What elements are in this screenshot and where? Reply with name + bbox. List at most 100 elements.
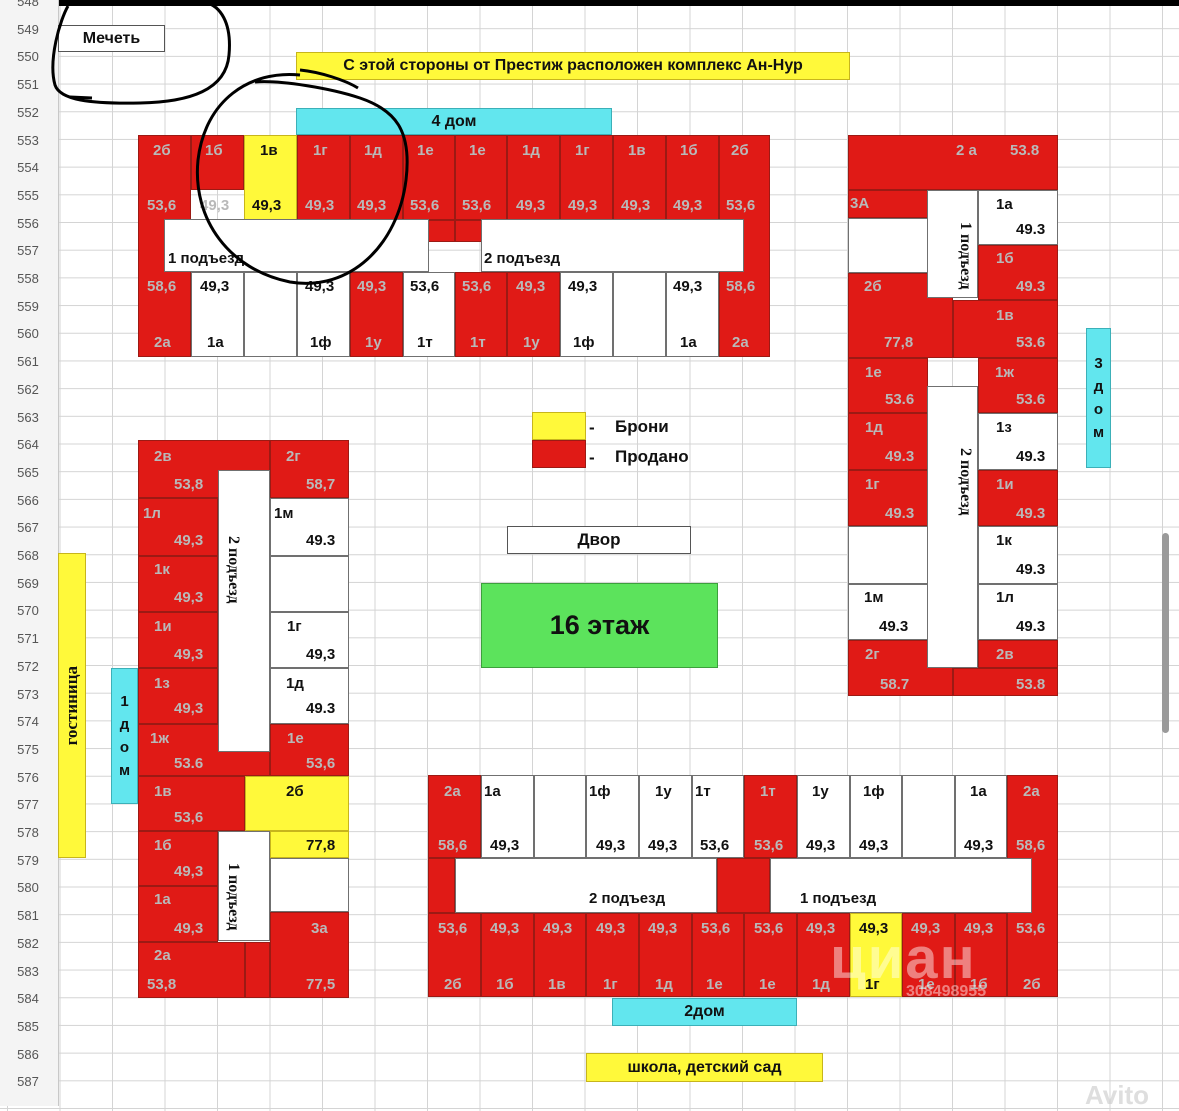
cell-text: 49,3 [516,278,546,295]
cell-text: 1в [628,142,646,159]
cell-text: 49,3 [673,278,703,295]
cell-text: 2а [1023,783,1040,800]
cell-text: 1в [548,976,566,993]
cell-text: 1а [207,334,224,351]
row-number: 583 [17,963,39,979]
cell-text: 1б [970,976,988,993]
row-number: 569 [17,575,39,591]
sold-apartment-cell [507,135,560,220]
cell-text: 1у [655,783,672,800]
sold-apartment-cell [848,358,928,413]
cell-text: 1в [996,307,1014,324]
row-number: 564 [17,437,39,453]
available-apartment-cell [639,775,692,858]
row-number: 550 [17,49,39,65]
cell-text: 49.3 [885,448,915,465]
available-apartment-cell [270,668,349,724]
entrance-vertical-label: 2 подъезд [225,536,242,604]
cell-text: 49,3 [357,278,387,295]
house-label-char: 1 [120,693,129,710]
cell-text: 53,6 [462,197,492,214]
house-label-char: о [1093,401,1104,418]
available-apartment-cell [297,272,350,357]
sold-apartment-cell [692,913,744,997]
cell-text: 1к [996,532,1012,549]
cell-text: 1ф [589,783,611,800]
cell-text: 1а [154,891,171,908]
cell-text: 1д [364,142,382,159]
available-apartment-cell [666,272,719,357]
sold-apartment-cell [138,556,218,612]
cell-text: 2 подъезд [589,890,666,907]
sold-apartment-cell [848,190,928,218]
cell-text: 58,6 [726,278,756,295]
cell-text: 1л [143,505,161,522]
cell-text: 49,3 [174,646,204,663]
row-number: 552 [17,104,39,120]
available-apartment-cell [955,775,1007,858]
cell-text: 49.3 [1016,561,1046,578]
row-number: 576 [17,769,39,785]
cell-text: 49,3 [306,646,336,663]
cell-text: 49,3 [648,837,678,854]
sold-apartment-cell [560,135,613,220]
top-note-banner: С этой стороны от Престиж расположен ком… [296,52,850,80]
sold-apartment-cell [138,498,218,556]
cell-text: 49.3 [1016,221,1046,238]
row-number: 575 [17,741,39,757]
corridor-block [770,858,1032,913]
row-number: 572 [17,658,39,674]
cell-text: 1м [274,505,294,522]
row-number: 587 [17,1074,39,1090]
cell-text: 1т [417,334,433,351]
cell-text: 1у [812,783,829,800]
row-number: 556 [17,215,39,231]
legend-dash: - [589,448,595,467]
cell-text: 58,7 [306,476,336,493]
cell-text: 1 подъезд [800,890,877,907]
cell-text: 53.6 [1016,334,1046,351]
cell-text: 49,3 [621,197,651,214]
sold-apartment-cell [978,470,1058,526]
row-number: 548 [17,0,39,9]
cell-text: 2а [732,334,749,351]
cell-text: 1з [996,419,1012,436]
house-label-char: 3 [1094,355,1103,372]
cell-text: 1б [680,142,698,159]
cell-text: 1е [759,976,776,993]
cell-text: 49,3 [174,589,204,606]
cell-text: 1и [154,618,172,635]
cell-text: 1е [918,976,935,993]
sold-apartment-cell [955,913,1007,997]
vertical-scrollbar[interactable] [1162,533,1169,733]
cell-text: 49,3 [806,837,836,854]
cell-text: 1 подъезд [168,250,245,267]
row-number: 551 [17,77,39,93]
sold-apartment-cell [744,913,797,997]
row-number: 585 [17,1018,39,1034]
cell-text: 1и [996,476,1014,493]
cell-text: 2в [996,646,1014,663]
cell-text: 49,3 [964,837,994,854]
cell-text: 49,3 [305,197,335,214]
cell-text: 49.3 [306,700,336,717]
cell-text: 1в [260,142,278,159]
available-apartment-cell [978,526,1058,584]
cell-text: 1г [865,476,880,493]
available-apartment-cell [270,612,349,668]
row-number: 567 [17,520,39,536]
cell-text: 1ф [863,783,885,800]
cell-text: 49,3 [200,197,230,214]
available-apartment-cell [692,775,744,858]
cell-text: 2б [864,278,882,295]
cell-text: 1т [695,783,711,800]
school-banner: школа, детский сад [586,1053,823,1082]
avito-watermark: Avito [1085,1080,1150,1110]
cell-text: 49,3 [174,700,204,717]
cell-text: 49,3 [305,278,335,295]
row-number: 562 [17,381,39,397]
cell-text: 49.3 [1016,448,1046,465]
